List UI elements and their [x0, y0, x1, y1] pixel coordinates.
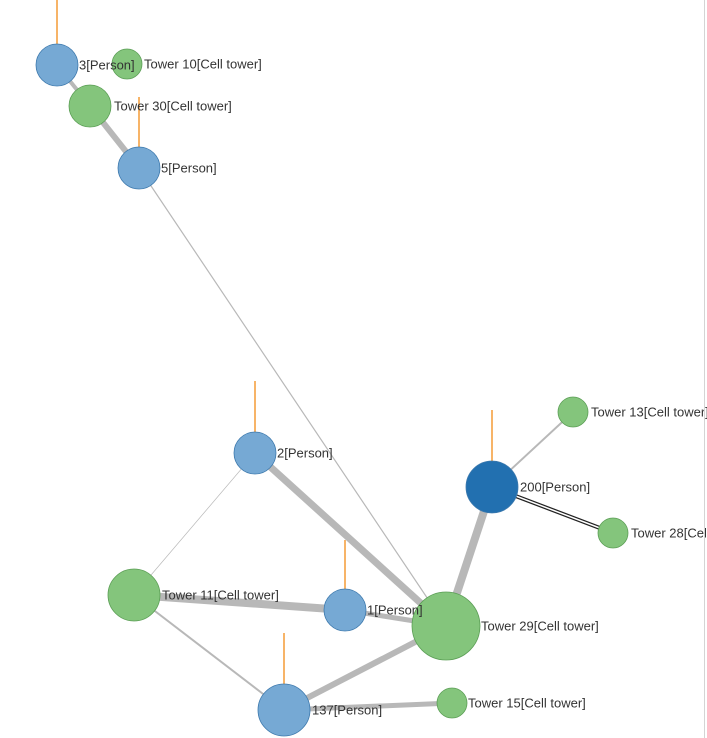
node-label-t28: Tower 28[Cell tower] [631, 525, 707, 540]
node-p5[interactable] [117, 146, 161, 190]
node-label-t29: Tower 29[Cell tower] [481, 618, 599, 633]
edge-p5-t29[interactable] [138, 167, 447, 627]
node-label-t13: Tower 13[Cell tower] [591, 404, 707, 419]
labels-layer: 3[Person] Tower 10[Cell tower] Tower 30[Ce… [79, 56, 707, 717]
edge-p137-t15[interactable] [283, 700, 453, 713]
node-t11[interactable] [107, 568, 161, 622]
markers-layer [56, 0, 493, 686]
node-p3[interactable] [35, 43, 79, 87]
edge-p2-t11[interactable] [133, 452, 256, 596]
node-label-p2: 2[Person] [277, 445, 333, 460]
nodes-layer [35, 43, 629, 737]
node-p137[interactable] [257, 683, 311, 737]
node-p2[interactable] [233, 431, 277, 475]
node-label-t30: Tower 30[Cell tower] [114, 98, 232, 113]
node-label-p200: 200[Person] [520, 479, 590, 494]
node-label-p1: 1[Person] [367, 602, 423, 617]
panel-right-border [704, 0, 705, 738]
node-label-t11: Tower 11[Cell tower] [162, 587, 279, 602]
node-p200[interactable] [465, 460, 519, 514]
node-t28[interactable] [597, 517, 629, 549]
node-label-t10: Tower 10[Cell tower] [144, 56, 262, 71]
node-t29[interactable] [411, 591, 481, 661]
edge-p2-t29[interactable] [252, 450, 449, 629]
node-t10[interactable] [111, 48, 143, 80]
node-label-p5: 5[Person] [161, 160, 217, 175]
node-label-t15: Tower 15[Cell tower] [468, 695, 586, 710]
node-t30[interactable] [68, 84, 112, 128]
node-t15[interactable] [436, 687, 468, 719]
node-label-p3: 3[Person] [79, 57, 135, 72]
edge-t11-p137[interactable] [133, 594, 285, 711]
edge-t11-p1[interactable] [133, 591, 346, 614]
node-label-p137: 137[Person] [312, 702, 382, 717]
node-t13[interactable] [557, 396, 589, 428]
node-p1[interactable] [323, 588, 367, 632]
